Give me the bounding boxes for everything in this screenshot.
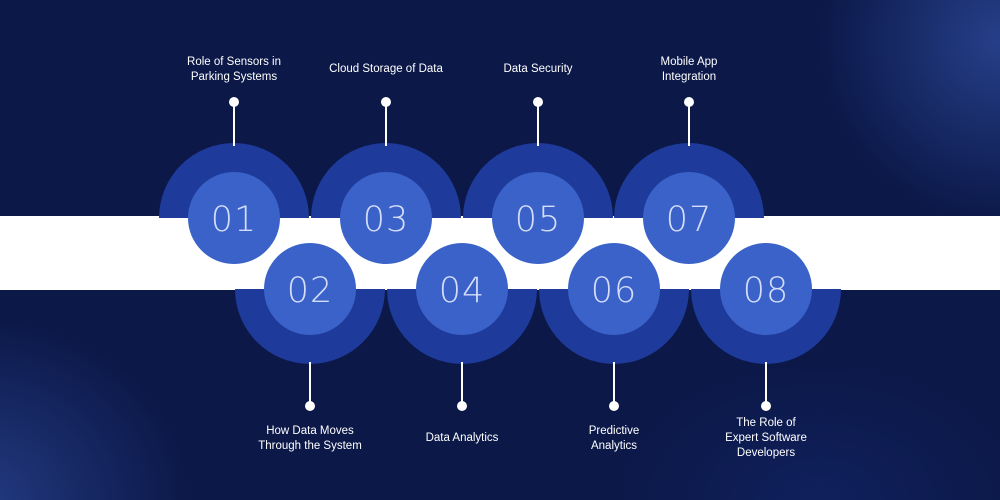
step-08-label: The Role of Expert Software Developers	[725, 417, 807, 459]
step-04-inner-circle	[416, 243, 508, 335]
step-07: 07	[614, 97, 764, 264]
step-02-inner-circle	[264, 243, 356, 335]
step-07-dot	[684, 97, 694, 107]
step-02-label: How Data Moves Through the System	[258, 425, 362, 452]
step-06: 06	[539, 243, 689, 411]
step-06-inner-circle	[568, 243, 660, 335]
step-05-dot	[533, 97, 543, 107]
step-07-inner-circle	[643, 172, 735, 264]
step-06-number: 06	[591, 271, 638, 311]
step-01-label: Role of Sensors in Parking Systems	[187, 56, 281, 83]
step-06-dot	[609, 401, 619, 411]
step-08: 08	[691, 243, 841, 411]
step-06-label: Predictive Analytics	[588, 425, 640, 452]
step-08-number: 08	[743, 271, 790, 311]
step-05: 05	[463, 97, 613, 264]
step-01-inner-circle	[188, 172, 280, 264]
step-08-dot	[761, 401, 771, 411]
step-04-dot	[457, 401, 467, 411]
step-01-dot	[229, 97, 239, 107]
step-02: 02	[235, 243, 385, 411]
step-05-inner-circle	[492, 172, 584, 264]
step-03-inner-circle	[340, 172, 432, 264]
step-04-label: Data Analytics	[425, 432, 499, 444]
step-04: 04	[387, 243, 537, 411]
step-04-number: 04	[439, 271, 486, 311]
step-07-label: Mobile App Integration	[660, 56, 718, 83]
step-03: 03	[311, 97, 461, 264]
step-03-number: 03	[363, 200, 410, 240]
step-02-dot	[305, 401, 315, 411]
step-08-inner-circle	[720, 243, 812, 335]
step-03-dot	[381, 97, 391, 107]
step-01: 01	[159, 97, 309, 264]
step-01-number: 01	[211, 200, 258, 240]
step-07-number: 07	[666, 200, 713, 240]
step-05-number: 05	[515, 200, 562, 240]
step-03-label: Cloud Storage of Data	[329, 63, 443, 75]
step-05-label: Data Security	[503, 63, 573, 75]
step-02-number: 02	[287, 271, 334, 311]
